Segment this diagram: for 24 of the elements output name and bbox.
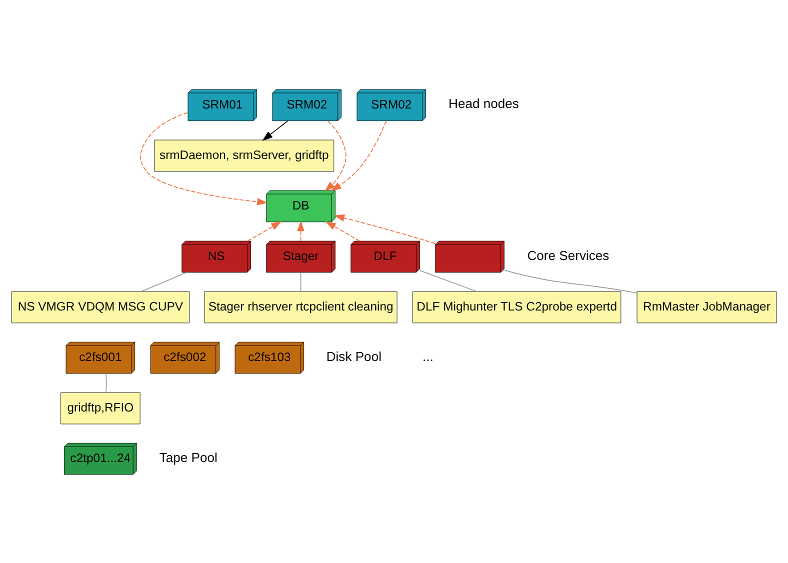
arrow [334, 214, 436, 244]
label: Disk Pool [326, 348, 382, 364]
connector [105, 372, 107, 393]
node-box: NS VMGR VDQM MSG CUPV [11, 290, 190, 323]
node-box: DLF Mighunter TLS C2probe expertd [412, 290, 622, 323]
arrow [325, 220, 360, 241]
arrow [330, 120, 387, 191]
node-box: gridftp,RFIO [60, 392, 140, 424]
arrow [246, 220, 282, 241]
node-box: Stager rhserver rtcpclient cleaning [204, 290, 398, 323]
connector [300, 272, 302, 292]
connector [140, 272, 187, 292]
node-box: srmDaemon, srmServer, gridftp [154, 139, 334, 172]
node-box: RmMaster JobManager [636, 290, 777, 323]
connector [504, 269, 638, 293]
label: Core Services [527, 247, 610, 262]
arrow [262, 120, 288, 140]
label: Tape Pool [159, 449, 218, 464]
label: ... [422, 348, 434, 364]
arrow [324, 120, 346, 191]
arrow [140, 112, 268, 205]
label: Head nodes [448, 96, 519, 111]
connector [419, 270, 478, 292]
arrow [297, 220, 304, 241]
